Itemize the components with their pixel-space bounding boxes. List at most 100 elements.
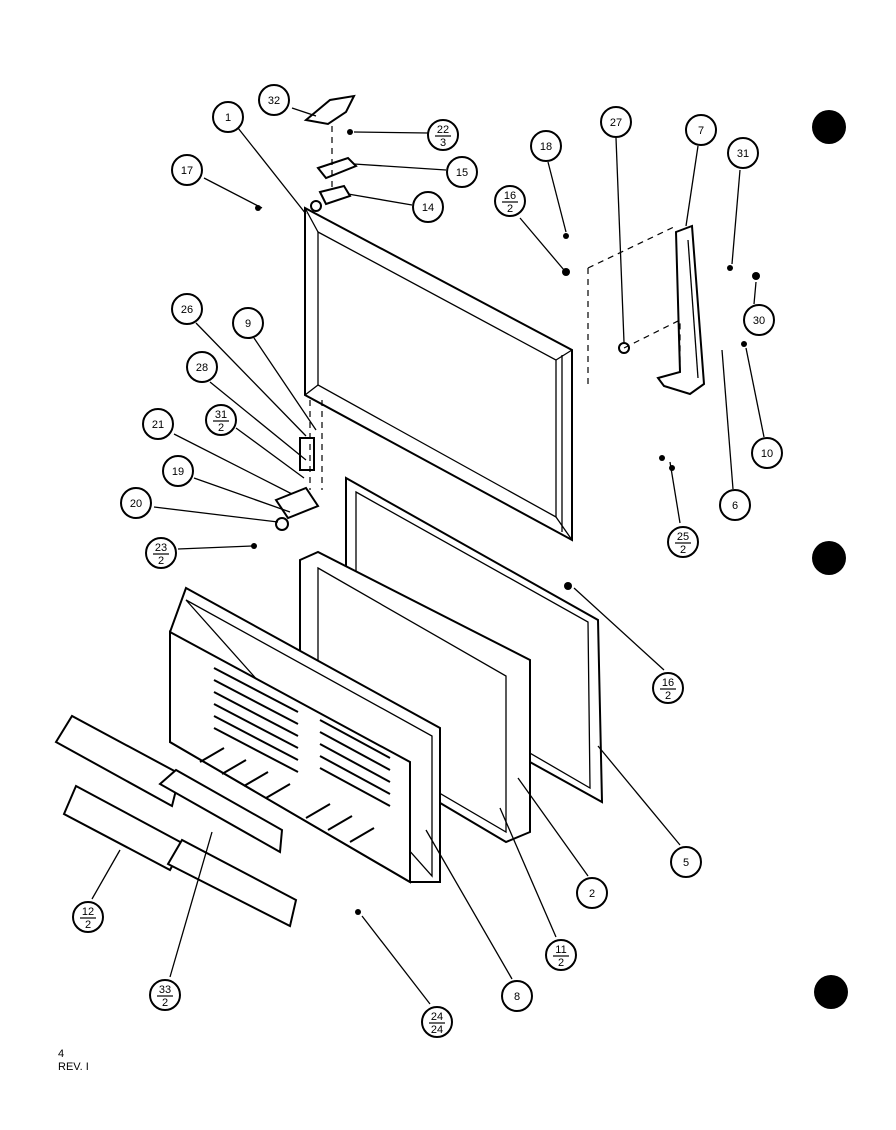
callout-circle	[600, 106, 632, 138]
callout-quantity: 2	[665, 690, 671, 702]
callout-number: 21	[152, 419, 164, 431]
trim-strips	[54, 714, 298, 928]
callout-c16b: 162	[652, 672, 684, 704]
callout-c18: 18	[530, 130, 562, 162]
callout-circle	[494, 185, 526, 217]
callout-c8: 8	[501, 980, 533, 1012]
callout-circle	[501, 980, 533, 1012]
callout-number: 28	[196, 362, 208, 374]
footer: 4 REV. I	[58, 1048, 89, 1073]
callout-quantity: 2	[158, 555, 164, 567]
callout-circle	[171, 154, 203, 186]
callout-quantity: 2	[558, 957, 564, 969]
callout-c33: 332	[149, 979, 181, 1011]
callout-c27: 27	[600, 106, 632, 138]
callout-c30: 30	[743, 304, 775, 336]
callout-c14: 14	[412, 191, 444, 223]
callout-c6: 6	[719, 489, 751, 521]
callout-quantity: 2	[218, 422, 224, 434]
callout-c28: 28	[186, 351, 218, 383]
callout-c7: 7	[685, 114, 717, 146]
callout-c31a: 31	[727, 137, 759, 169]
callout-number: 23	[155, 542, 167, 554]
callout-number: 15	[456, 167, 468, 179]
callout-circle	[446, 156, 478, 188]
callout-circle	[545, 939, 577, 971]
callout-c21: 21	[142, 408, 174, 440]
callout-number: 6	[732, 500, 738, 512]
punch-hole	[812, 110, 846, 144]
callout-c17: 17	[171, 154, 203, 186]
callout-number: 5	[683, 857, 689, 869]
punch-hole	[814, 975, 848, 1009]
callout-number: 2	[589, 888, 595, 900]
callout-circle	[72, 901, 104, 933]
callout-number: 11	[555, 944, 566, 956]
callout-number: 9	[245, 318, 251, 330]
callout-number: 16	[662, 677, 674, 689]
callout-number: 17	[181, 165, 193, 177]
callout-circle	[162, 455, 194, 487]
callout-circle	[145, 537, 177, 569]
callout-c12: 122	[72, 901, 104, 933]
callout-circle	[171, 293, 203, 325]
callout-c23: 232	[145, 537, 177, 569]
callout-circle	[258, 84, 290, 116]
callout-circle	[743, 304, 775, 336]
callout-number: 7	[698, 125, 704, 137]
callout-number: 30	[753, 315, 765, 327]
callout-circle	[421, 1006, 453, 1038]
callout-circle	[719, 489, 751, 521]
callout-circle	[751, 437, 783, 469]
callout-number: 8	[514, 991, 520, 1003]
callout-number: 16	[504, 190, 516, 202]
callout-number: 18	[540, 141, 552, 153]
callout-circle	[652, 672, 684, 704]
callout-circle	[205, 404, 237, 436]
callout-c25: 252	[667, 526, 699, 558]
bottom-hinge	[274, 400, 323, 531]
callout-circle	[186, 351, 218, 383]
callout-quantity: 2	[85, 919, 91, 931]
callout-number: 14	[422, 202, 434, 214]
callout-circle	[412, 191, 444, 223]
leader-lines	[91, 107, 765, 1005]
callout-c32: 32	[258, 84, 290, 116]
revision-label: REV. I	[58, 1061, 89, 1073]
callout-c20: 20	[120, 487, 152, 519]
callout-number: 25	[677, 531, 689, 543]
callout-c16a: 162	[494, 185, 526, 217]
callout-circle	[670, 846, 702, 878]
callout-c11: 112	[545, 939, 577, 971]
callout-c10: 10	[751, 437, 783, 469]
callout-balloons: 3212231517141816227731301062522692831221…	[72, 84, 783, 1038]
callout-number: 33	[159, 984, 171, 996]
callout-circle	[685, 114, 717, 146]
callout-c19: 19	[162, 455, 194, 487]
callout-circle	[142, 408, 174, 440]
callout-circle	[212, 101, 244, 133]
callout-number: 10	[761, 448, 773, 460]
basket-wire-grid	[199, 667, 391, 843]
callout-circle	[232, 307, 264, 339]
drawer-basket	[169, 586, 441, 884]
page-number: 4	[58, 1048, 64, 1060]
callout-number: 26	[181, 304, 193, 316]
punch-hole	[812, 541, 846, 575]
callout-quantity: 3	[440, 137, 446, 149]
callout-number: 32	[268, 95, 280, 107]
top-hinge	[303, 94, 358, 212]
callout-number: 31	[215, 409, 227, 421]
callout-circle	[120, 487, 152, 519]
callout-quantity: 2	[507, 203, 513, 215]
callout-circle	[530, 130, 562, 162]
callout-c1: 1	[212, 101, 244, 133]
callout-circle	[727, 137, 759, 169]
callout-c5: 5	[670, 846, 702, 878]
callout-c15: 15	[446, 156, 478, 188]
callout-circle	[427, 119, 459, 151]
callout-number: 22	[437, 124, 449, 136]
callout-number: 31	[737, 148, 749, 160]
